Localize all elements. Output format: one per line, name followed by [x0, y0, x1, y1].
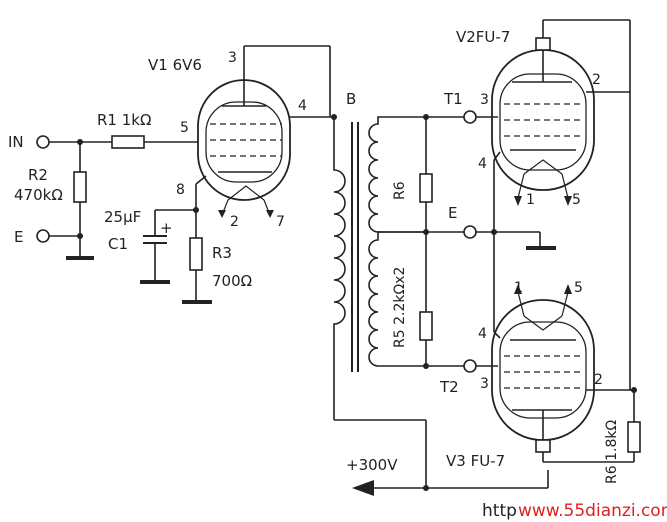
r3-value: 700Ω	[212, 272, 252, 290]
resistor-r5	[419, 311, 433, 341]
v2-label: V2FU-7	[456, 28, 510, 46]
ground-terminal-label: E	[14, 228, 23, 246]
v1-pin-5: 5	[180, 120, 189, 136]
v2-pin-1: 1	[526, 192, 535, 208]
resistor-r6-right	[627, 421, 641, 453]
tube-v2: V2FU-7 3 2 4 1 5	[456, 19, 630, 208]
input-label: IN	[8, 133, 24, 151]
r5-label: R5 2.2kΩx2	[392, 267, 408, 348]
v2-pin-3: 3	[480, 92, 489, 108]
tap-t1-terminal[interactable]	[463, 110, 477, 124]
c1-name: C1	[108, 235, 128, 253]
ground-terminal[interactable]	[36, 229, 50, 243]
t2-label: T2	[439, 378, 459, 396]
r2-value: 470kΩ	[14, 186, 63, 204]
resistor-r3	[189, 237, 203, 271]
tube-v3: 1 5 4 3 2 V3 FU-7	[446, 280, 637, 470]
v1-pin-8: 8	[176, 182, 185, 198]
transformer-label: B	[346, 90, 356, 108]
tap-t2-terminal[interactable]	[463, 359, 477, 373]
v2-pin-2: 2	[592, 72, 601, 88]
r6-left-label: R6	[392, 181, 408, 200]
v3-pin-4: 4	[478, 326, 487, 342]
v3-pin-5: 5	[574, 280, 583, 296]
grid-resistor-network: R6 1.8kΩ	[604, 20, 641, 484]
v3-pin-3: 3	[480, 376, 489, 392]
c1-value: 25μF	[104, 208, 141, 226]
r3-name: R3	[212, 244, 232, 262]
supply-arrow-icon	[352, 480, 374, 496]
watermark: http www.55dianzi.com	[482, 501, 667, 521]
v1-pin-4: 4	[298, 98, 307, 114]
v2-pin-5: 5	[572, 192, 581, 208]
input-section: IN E R1 1kΩ R2 470kΩ	[8, 111, 198, 260]
r6-right-label: R6 1.8kΩ	[604, 420, 620, 484]
watermark-prefix: http	[482, 501, 517, 521]
v3-pin-2: 2	[594, 372, 603, 388]
transformer-b: B	[329, 46, 427, 488]
tube-v1: V1 6V6 3 4 5 8 2 7	[148, 45, 337, 230]
r2-name: R2	[28, 166, 48, 184]
watermark-site: www.55dianzi.com	[518, 501, 667, 521]
supply-section: +300V	[346, 456, 549, 496]
divider-network: R6 R5 2.2kΩx2 T1 E T2	[392, 90, 556, 396]
cathode-network: + 25μF C1 R3 700Ω	[104, 207, 252, 304]
supply-label: +300V	[346, 456, 398, 474]
resistor-r6-left	[419, 173, 433, 203]
resistor-r2	[73, 171, 87, 203]
v1-pin-2: 2	[230, 214, 239, 230]
v2-pin-4: 4	[478, 156, 487, 172]
tap-e-terminal[interactable]	[463, 225, 477, 239]
v1-pin-3: 3	[228, 50, 237, 66]
e-tap-label: E	[448, 204, 457, 222]
c1-polarity: +	[160, 219, 173, 237]
v1-pin-7: 7	[276, 214, 285, 230]
v3-label: V3 FU-7	[446, 452, 505, 470]
resistor-r1	[111, 135, 145, 149]
t1-label: T1	[443, 90, 463, 108]
input-terminal[interactable]	[36, 135, 50, 149]
v3-pin-1: 1	[514, 280, 523, 296]
v1-label: V1 6V6	[148, 56, 202, 74]
r1-label: R1 1kΩ	[97, 111, 151, 129]
